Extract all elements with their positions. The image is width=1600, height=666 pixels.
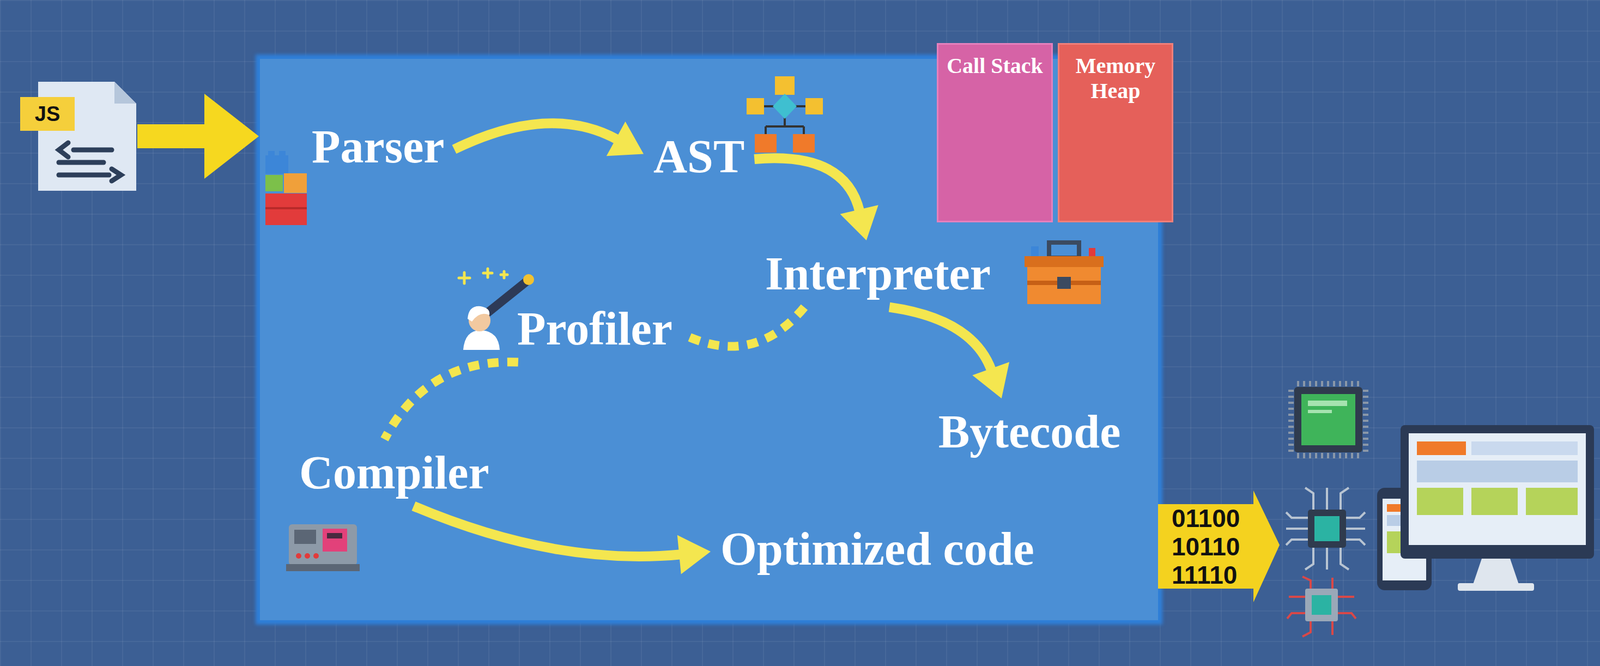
compiler-machine-icon xyxy=(286,524,360,572)
output-arrow xyxy=(1158,490,1280,603)
js-file-icon xyxy=(20,81,137,191)
arrow-head xyxy=(972,361,1010,399)
monitor-icon xyxy=(1400,425,1595,591)
arrow-head xyxy=(606,121,644,156)
stage-label: Optimized code xyxy=(718,523,1037,575)
connector-line xyxy=(754,158,860,212)
dotted-connector xyxy=(682,307,805,347)
file-type-tag: JS xyxy=(20,97,75,131)
binary-digits: 10110 xyxy=(1171,534,1240,560)
lego-icon xyxy=(265,150,307,226)
cpu-chip-icon xyxy=(1291,383,1366,456)
node-text: Parser xyxy=(311,120,445,173)
memory-heap-box: Memory Heap xyxy=(1057,43,1174,223)
node-text: Bytecode xyxy=(938,405,1121,458)
board-chip-icon xyxy=(1287,576,1356,637)
node-text: Profiler xyxy=(517,302,673,355)
stage-label: Interpreter xyxy=(762,247,993,300)
flow-arrow xyxy=(889,307,1010,399)
stage-label: AST xyxy=(651,130,747,183)
circuit-chip-icon xyxy=(1286,487,1366,570)
node-text: Call Stack xyxy=(942,53,1047,79)
binary-digits: 11110 xyxy=(1171,562,1238,588)
node-text: AST xyxy=(653,130,745,183)
stage-label: Profiler xyxy=(514,302,675,355)
arrow-head xyxy=(677,535,711,575)
node-text: Memory Heap xyxy=(1063,53,1168,104)
toolbox-icon xyxy=(1024,242,1104,305)
stage-label: Parser xyxy=(309,120,447,173)
call-stack-box: Call Stack xyxy=(936,43,1053,223)
stage-label: Compiler xyxy=(297,446,492,499)
connector-line xyxy=(413,506,682,557)
binary-digits: 01100 xyxy=(1171,505,1240,531)
stage-label: Bytecode xyxy=(936,405,1123,458)
node-text: Interpreter xyxy=(765,247,991,300)
flow-arrow xyxy=(454,121,644,156)
flow-arrow xyxy=(413,506,711,575)
connector-line xyxy=(454,123,618,150)
node-text: Compiler xyxy=(299,446,490,499)
dotted-connector xyxy=(384,361,519,440)
tree-icon xyxy=(746,76,823,153)
input-arrow xyxy=(137,93,259,179)
connector-line xyxy=(889,307,992,372)
flow-arrow xyxy=(754,158,878,241)
arrow-head xyxy=(840,204,879,241)
node-text: Optimized code xyxy=(720,523,1035,575)
connector-line xyxy=(384,361,519,440)
connector-line xyxy=(682,307,805,347)
